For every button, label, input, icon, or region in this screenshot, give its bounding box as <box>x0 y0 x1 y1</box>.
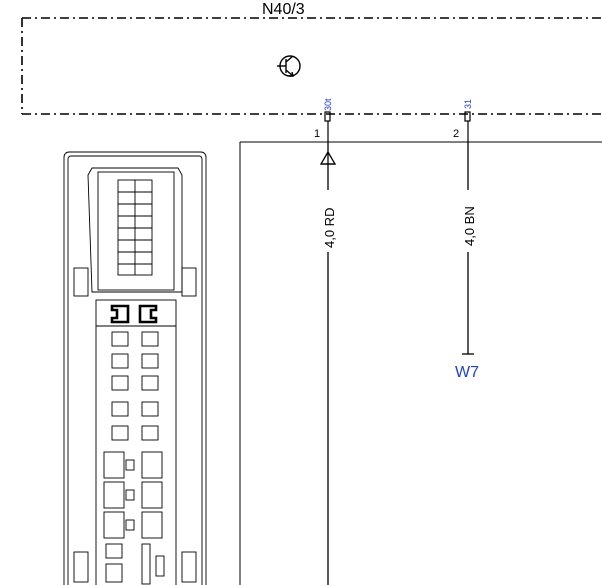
pin-2-number: 2 <box>453 128 459 140</box>
panel-boundary <box>239 141 602 585</box>
ground-link-w7[interactable]: W7 <box>455 364 479 381</box>
component-boundary <box>21 17 602 115</box>
transistor-icon <box>277 55 301 77</box>
pin-1-wire-label: 4,0 RD <box>322 208 337 248</box>
pin-1-number: 1 <box>314 128 320 140</box>
pin-2-terminal <box>464 111 471 142</box>
pin-2-wire-label: 4,0 BN <box>462 206 477 246</box>
component-title: N40/3 <box>262 1 305 18</box>
connector-power-pins <box>110 304 158 324</box>
arrow-up-icon <box>319 150 337 165</box>
pin-2-terminal-label: 31 <box>463 99 473 109</box>
pin-1-terminal-label: 30t <box>323 98 333 111</box>
pin-1-terminal <box>324 111 331 142</box>
connector-housing <box>63 151 207 585</box>
connector-pin-cells <box>103 331 165 585</box>
